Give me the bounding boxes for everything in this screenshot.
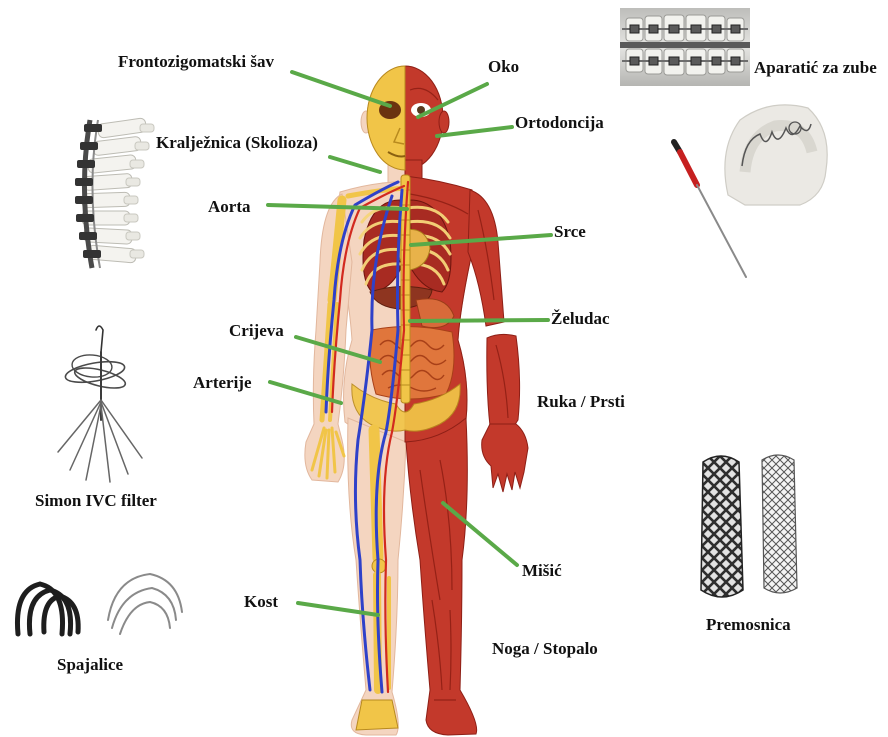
leader-line-stomach bbox=[410, 320, 548, 321]
detached-forearm bbox=[487, 334, 520, 426]
braces-photo bbox=[620, 8, 750, 86]
label-orthodontics: Ortodoncija bbox=[515, 114, 604, 132]
stent-images bbox=[701, 455, 797, 597]
label-intestines: Crijeva bbox=[229, 322, 284, 340]
label-staples: Spajalice bbox=[57, 656, 123, 674]
dental-model-image bbox=[725, 105, 827, 205]
label-eye: Oko bbox=[488, 58, 519, 76]
detached-hand bbox=[482, 424, 528, 492]
label-spine-scoliosis: Kralježnica (Skolioza) bbox=[156, 134, 318, 152]
label-muscle: Mišić bbox=[522, 562, 562, 580]
label-ivc-filter: Simon IVC filter bbox=[35, 492, 157, 510]
label-braces: Aparatić za zube bbox=[754, 59, 877, 77]
label-stomach: Želudac bbox=[551, 310, 610, 328]
foot-bones bbox=[356, 700, 398, 730]
label-bypass: Premosnica bbox=[706, 616, 791, 634]
label-arteries: Arterije bbox=[193, 374, 252, 392]
label-frontozygomatic-suture: Frontozigomatski šav bbox=[118, 53, 274, 71]
muscle-layer bbox=[405, 66, 528, 735]
label-heart: Srce bbox=[554, 223, 586, 241]
label-arm-fingers: Ruka / Prsti bbox=[537, 393, 625, 411]
staples-image bbox=[17, 574, 182, 634]
leader-line-spine bbox=[330, 157, 380, 172]
ivc-filter-image bbox=[58, 326, 142, 482]
label-bone: Kost bbox=[244, 593, 278, 611]
label-leg-foot: Noga / Stopalo bbox=[492, 640, 598, 658]
label-aorta: Aorta bbox=[208, 198, 250, 216]
spine-implant-image bbox=[75, 118, 154, 268]
